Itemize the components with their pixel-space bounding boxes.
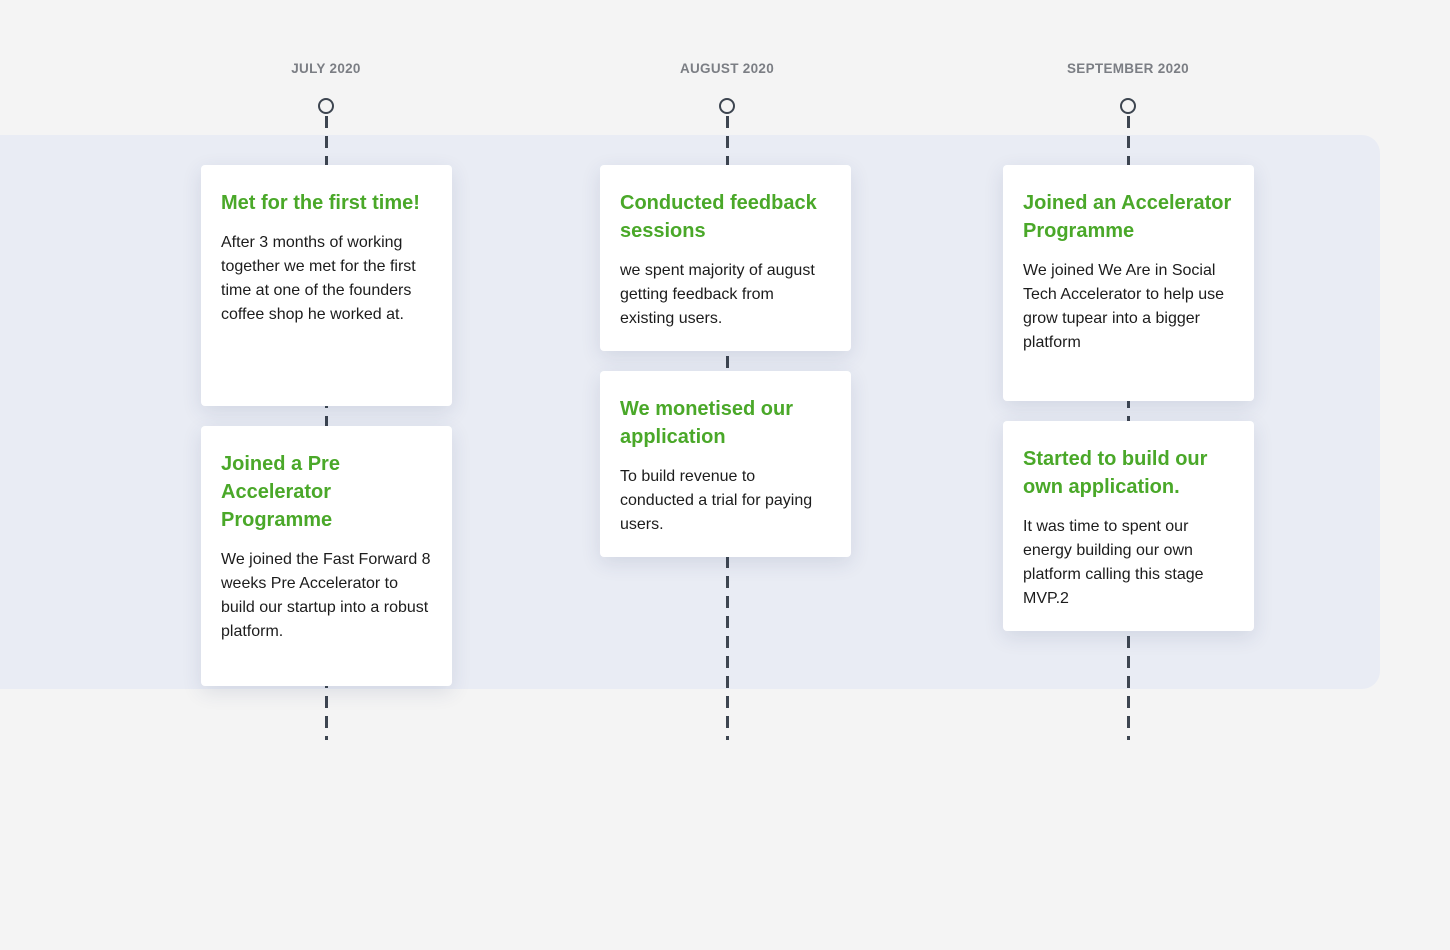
milestone-description: To build revenue to conducted a trial fo… — [620, 468, 813, 533]
milestone-description: We joined the Fast Forward 8 weeks Pre A… — [221, 551, 431, 640]
milestone-title: Started to build our own application. — [1023, 448, 1208, 498]
location-pin-icon — [318, 98, 334, 114]
location-pin-icon — [1120, 98, 1136, 114]
milestone-card-monetised: We monetised our application To build re… — [600, 371, 851, 557]
month-label-august-2020: AUGUST 2020 — [679, 61, 775, 76]
milestone-description: It was time to spent our energy building… — [1023, 518, 1204, 607]
milestone-description: We joined We Are in Social Tech Accelera… — [1023, 262, 1225, 351]
milestone-card-accelerator: Joined an Accelerator Programme We joine… — [1003, 165, 1254, 401]
milestone-description: we spent majority of august getting feed… — [620, 262, 815, 327]
milestone-title: Met for the first time! — [221, 192, 420, 214]
milestone-title: Conducted feedback sessions — [620, 192, 817, 242]
milestone-card-build-own-app: Started to build our own application. It… — [1003, 421, 1254, 631]
milestone-title: We monetised our application — [620, 398, 793, 448]
milestone-card-pre-accelerator: Joined a Pre Accelerator Programme We jo… — [201, 426, 452, 686]
month-label-july-2020: JULY 2020 — [291, 61, 361, 76]
milestone-card-met-first-time: Met for the first time! After 3 months o… — [201, 165, 452, 406]
milestone-description: After 3 months of working together we me… — [221, 234, 416, 323]
milestone-title: Joined a Pre Accelerator Programme — [221, 453, 340, 531]
location-pin-icon — [719, 98, 735, 114]
milestone-title: Joined an Accelerator Programme — [1023, 192, 1232, 242]
month-label-september-2020: SEPTEMBER 2020 — [1067, 61, 1189, 76]
milestone-card-feedback-sessions: Conducted feedback sessions we spent maj… — [600, 165, 851, 351]
